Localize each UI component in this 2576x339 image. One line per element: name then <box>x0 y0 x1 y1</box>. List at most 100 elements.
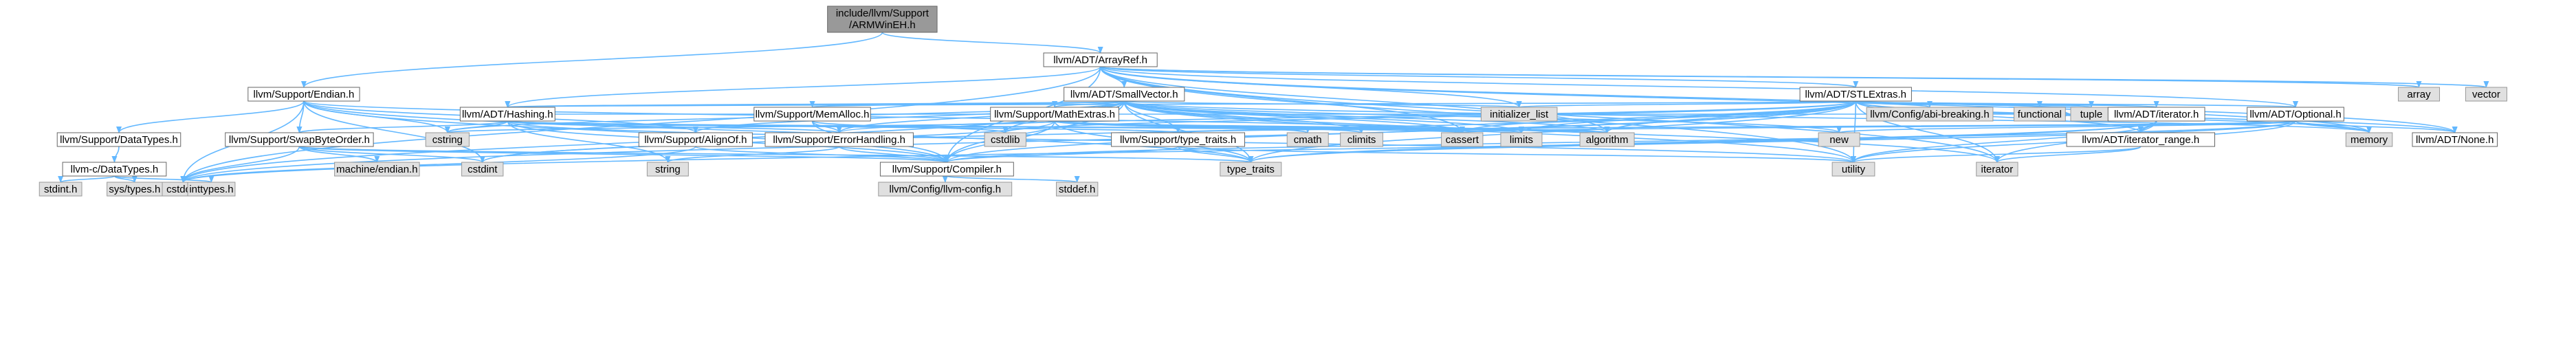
node-box <box>1579 132 1635 147</box>
edge-errorhandling-to-compiler <box>838 146 950 163</box>
edge-swapbyte-to-compiler <box>298 146 949 163</box>
node-label: llvm/Support/MemAlloc.h <box>756 109 870 120</box>
node-label: llvm/Config/llvm-config.h <box>889 184 1001 195</box>
edge-stlextras-to-utility <box>1851 100 1857 163</box>
node-endian[interactable]: llvm/Support/Endian.h <box>247 87 360 102</box>
node-abibreaking: llvm/Config/abi-breaking.h <box>1866 107 1994 122</box>
edge-optional-to-new <box>1836 120 2296 133</box>
edge-iterrange-to-utility <box>1851 146 2142 163</box>
edge-compiler-to-llvmconfig <box>942 175 948 183</box>
edge-iterator_h-to-type_traits <box>1248 120 2157 163</box>
node-compiler[interactable]: llvm/Support/Compiler.h <box>879 162 1014 177</box>
node-cdatatypes[interactable]: llvm-c/DataTypes.h <box>62 162 167 177</box>
node-label: machine/endian.h <box>336 164 417 175</box>
node-box <box>1818 132 1860 147</box>
node-stlextras[interactable]: llvm/ADT/STLExtras.h <box>1799 87 1912 102</box>
node-label: type_traits <box>1227 164 1275 175</box>
node-label: llvm/Support/DataTypes.h <box>60 134 178 146</box>
node-box <box>1064 87 1185 102</box>
node-label: array <box>2407 89 2431 100</box>
edge-endian-to-datatypes_s <box>116 100 305 133</box>
node-initlist: initializer_list <box>1480 107 1558 122</box>
node-box <box>2107 107 2205 122</box>
node-label: stddef.h <box>1059 184 1095 195</box>
node-swapbyte[interactable]: llvm/Support/SwapByteOrder.h <box>225 132 374 147</box>
node-label: tuple <box>2080 109 2103 120</box>
node-label: sys/types.h <box>109 184 160 195</box>
node-box <box>638 132 753 147</box>
node-smallvector[interactable]: llvm/ADT/SmallVector.h <box>1064 87 1185 102</box>
node-root[interactable]: include/llvm/Support/ARMWinEH.h <box>827 6 938 33</box>
node-label: new <box>1829 134 1849 146</box>
edge-mathextras-to-algorithm <box>1054 120 1609 133</box>
node-box <box>1831 162 1875 177</box>
node-label: llvm/ADT/ArrayRef.h <box>1053 54 1147 66</box>
node-label: llvm/ADT/STLExtras.h <box>1805 89 1907 100</box>
edge-endian-to-type_traits <box>303 100 1254 163</box>
edge-compiler-to-stddef <box>946 175 1080 183</box>
node-box <box>1340 132 1383 147</box>
edge-optional-to-memory <box>2295 120 2372 133</box>
node-string: string <box>646 162 689 177</box>
edge-arrayref-to-stlextras <box>1099 66 1858 88</box>
node-box <box>2398 87 2441 102</box>
node-box <box>1500 132 1543 147</box>
node-optional[interactable]: llvm/ADT/Optional.h <box>2247 107 2344 122</box>
node-noneh[interactable]: llvm/ADT/None.h <box>2412 132 2498 147</box>
node-box <box>879 162 1014 177</box>
node-label: string <box>655 164 681 175</box>
node-box <box>1799 87 1912 102</box>
edge-hashing-to-swapbyte <box>296 120 509 133</box>
edge-stlextras-to-hashing <box>507 100 1857 108</box>
edge-smallvector-to-utility <box>1123 100 1856 163</box>
node-functional: functional <box>2014 107 2066 122</box>
node-errorhandling[interactable]: llvm/Support/ErrorHandling.h <box>764 132 914 147</box>
node-datatypes-s[interactable]: llvm/Support/DataTypes.h <box>56 132 181 147</box>
node-label: llvm/Support/type_traits.h <box>1120 134 1236 146</box>
node-box <box>2345 132 2393 147</box>
node-hashing[interactable]: llvm/ADT/Hashing.h <box>459 107 555 122</box>
node-box <box>764 132 914 147</box>
node-vector: vector <box>2465 87 2507 102</box>
node-llvmconfig: llvm/Config/llvm-config.h <box>878 182 1013 197</box>
node-iterator-h[interactable]: llvm/ADT/iterator.h <box>2107 107 2205 122</box>
edge-swapbyte-to-cstdint <box>298 146 485 163</box>
node-label: cstdlib <box>991 134 1020 146</box>
edge-stlextras-to-iterator <box>1855 100 2000 163</box>
node-box <box>1220 162 1282 177</box>
node-box <box>247 87 360 102</box>
node-alignof[interactable]: llvm/Support/AlignOf.h <box>638 132 753 147</box>
node-box <box>1866 107 1994 122</box>
node-memalloc[interactable]: llvm/Support/MemAlloc.h <box>753 107 871 122</box>
node-machendian: machine/endian.h <box>334 162 420 177</box>
node-typetraits-s[interactable]: llvm/Support/type_traits.h <box>1111 132 1246 147</box>
node-box <box>990 107 1119 122</box>
edge-hashing-to-cassert <box>507 120 1464 133</box>
node-label: iterator <box>1981 164 2014 175</box>
edge-memalloc-to-errorhandling <box>811 120 842 133</box>
node-mathextras[interactable]: llvm/Support/MathExtras.h <box>990 107 1119 122</box>
node-arrayref[interactable]: llvm/ADT/ArrayRef.h <box>1043 52 1158 67</box>
edge-optional-to-noneh <box>2295 120 2458 133</box>
edge-swapbyte-to-cstddef <box>180 146 300 183</box>
node-box <box>1056 182 1099 197</box>
edge-mathextras-to-cstring <box>445 120 1055 133</box>
node-type-traits: type_traits <box>1220 162 1282 177</box>
edge-datatypes_s-to-cdatatypes <box>111 146 120 163</box>
node-box <box>2066 132 2216 147</box>
edge-arrayref-to-hashing <box>505 66 1101 108</box>
edge-endian-to-compiler <box>303 100 950 163</box>
node-iterrange[interactable]: llvm/ADT/iterator_range.h <box>2066 132 2216 147</box>
node-stdint: stdint.h <box>38 182 82 197</box>
node-label: algorithm <box>1586 134 1629 146</box>
node-box <box>2014 107 2066 122</box>
node-cstdint: cstdint <box>461 162 504 177</box>
edge-iterator_h-to-utility <box>1851 120 2157 163</box>
edge-alignof-to-cstddef <box>180 146 696 183</box>
edge-root-to-arrayref <box>881 32 1103 54</box>
node-iterator: iterator <box>1976 162 2018 177</box>
node-label: cstring <box>432 134 463 146</box>
node-stddef: stddef.h <box>1056 182 1099 197</box>
edge-optional-to-type_traits <box>1248 120 2296 163</box>
